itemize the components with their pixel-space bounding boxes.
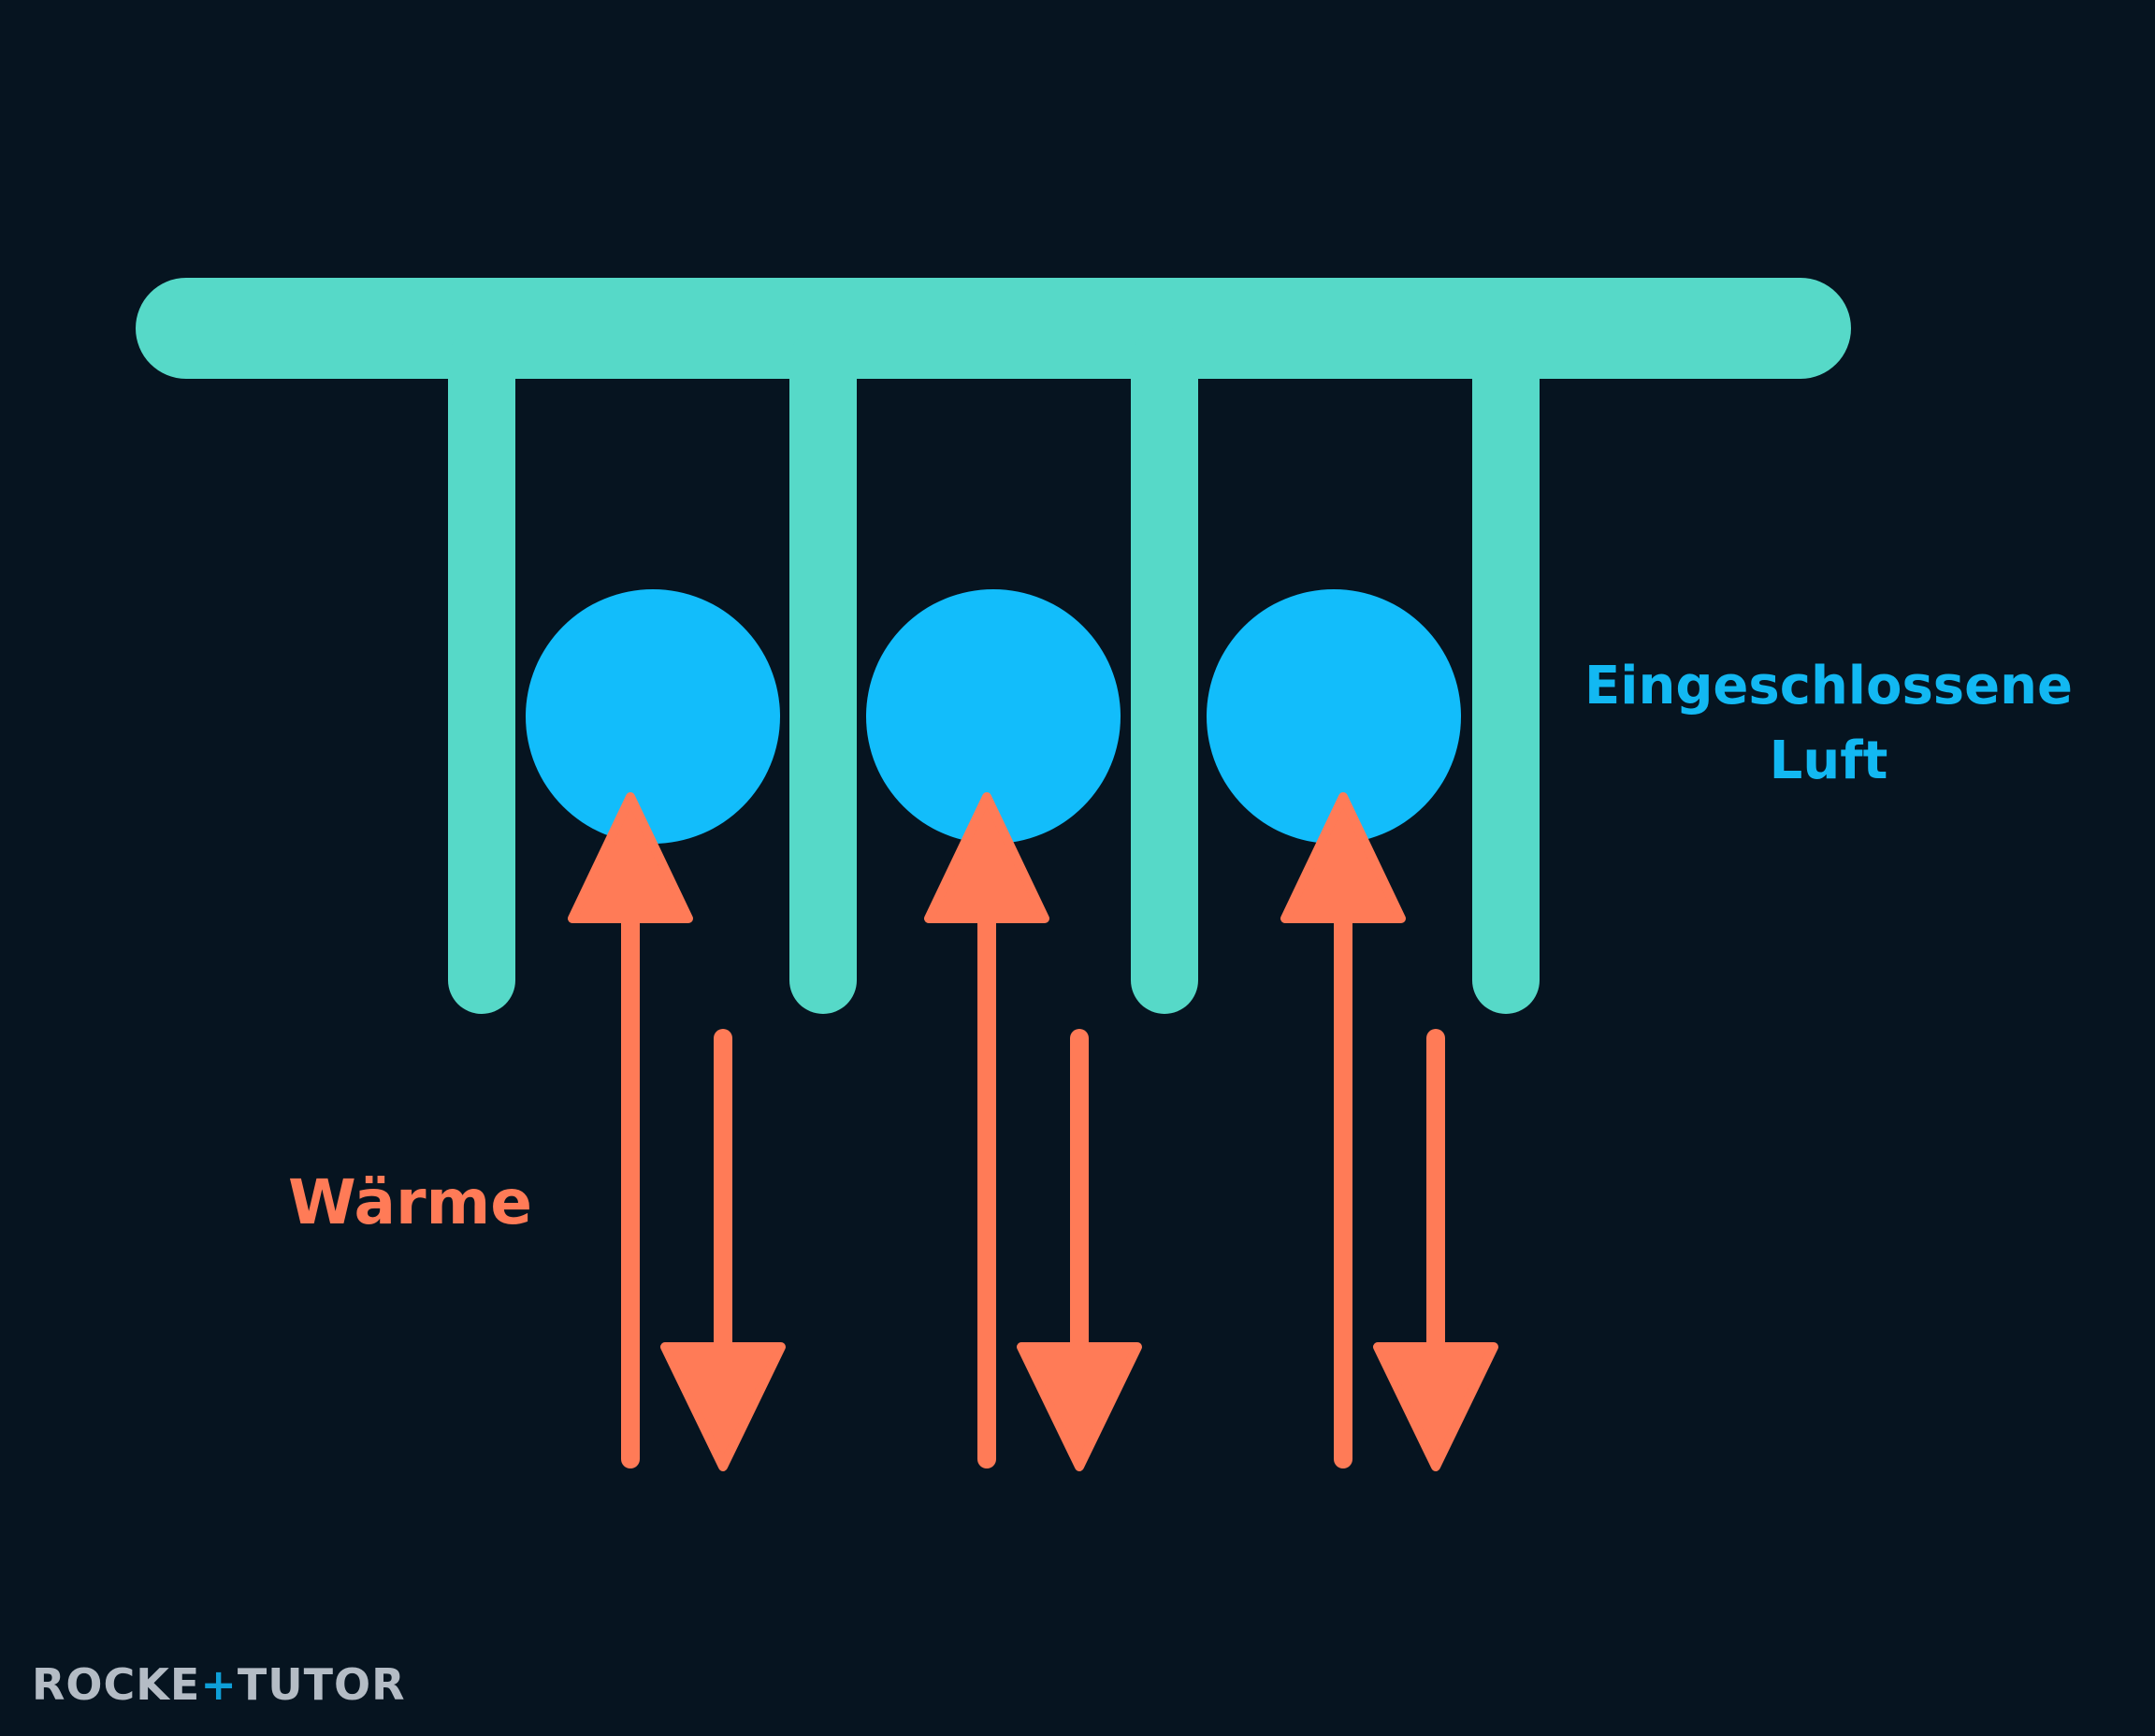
heat-arrows: [568, 792, 1498, 1471]
brand-logo-part1: ROCKE: [32, 1659, 201, 1710]
fiber-tooth-4: [1472, 327, 1540, 1014]
heat-arrow-down-3-head: [1373, 1342, 1498, 1471]
heat-arrow-down-1-head: [660, 1342, 786, 1471]
heat-arrow-up-3-head: [1280, 792, 1406, 923]
heat-arrow-up-1-head: [568, 792, 693, 923]
trapped-air-label: Eingeschlossene Luft: [1525, 649, 2133, 799]
fiber-top-bar: [136, 278, 1851, 379]
air-bubble-1: [526, 589, 780, 844]
fiber-comb: [136, 278, 1851, 1014]
heat-arrow-down-2-head: [1017, 1342, 1142, 1471]
fiber-tooth-3: [1131, 327, 1198, 1014]
air-bubble-3: [1207, 589, 1461, 844]
trapped-air-label-line1: Eingeschlossene: [1584, 656, 2073, 716]
brand-logo-plus: +: [200, 1659, 238, 1710]
fiber-tooth-1: [448, 327, 515, 1014]
air-bubble-2: [866, 589, 1121, 844]
heat-arrow-up-2-head: [924, 792, 1049, 923]
trapped-air-label-line2: Luft: [1769, 731, 1888, 791]
brand-logo-part2: TUTOR: [237, 1659, 406, 1710]
heat-label: Wärme: [288, 1166, 533, 1238]
fiber-tooth-2: [789, 327, 857, 1014]
brand-logo: ROCKE+TUTOR: [32, 1659, 406, 1710]
trapped-air-bubbles: [526, 589, 1461, 844]
